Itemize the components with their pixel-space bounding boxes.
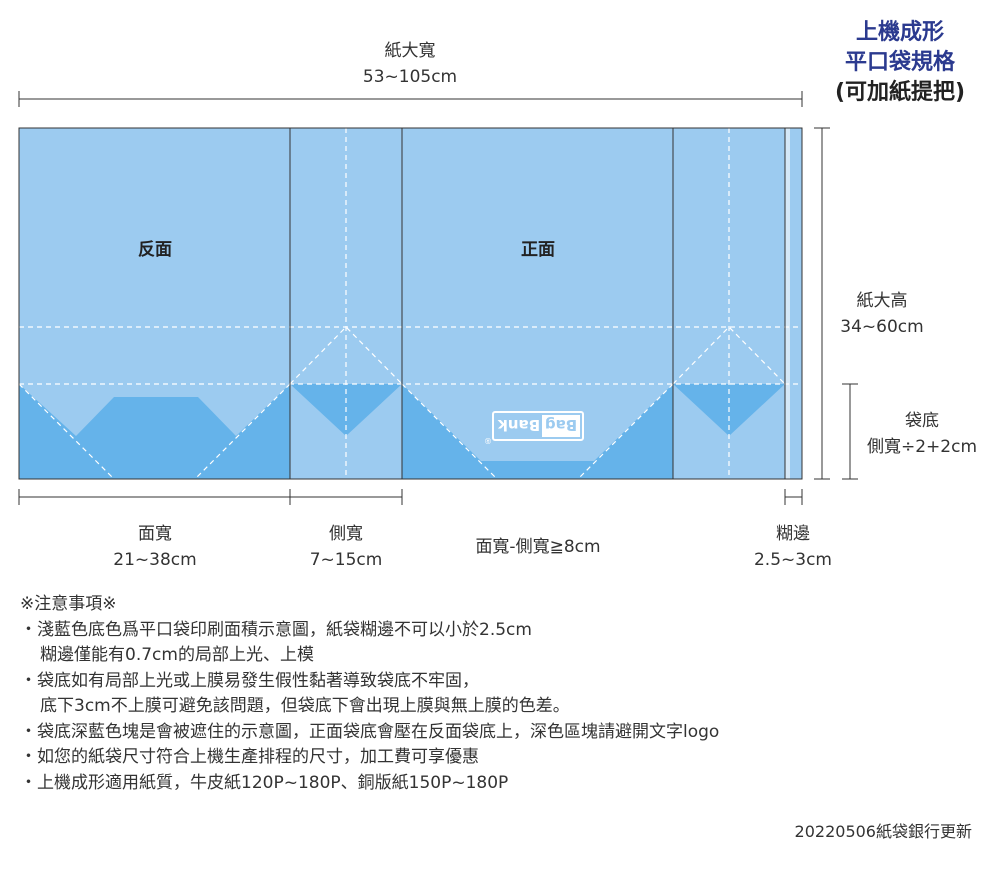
paper-width-dimension-line (18, 91, 803, 107)
notes-section: ※注意事項※ ・淺藍色底色爲平口袋印刷面積示意圖，紙袋糊邊不可以小於2.5cm … (20, 592, 719, 796)
note-item-2-line-2: 底下3cm不上膜可避免該問題，但袋底下會出現上膜與無上膜的色差。 (40, 696, 570, 716)
face-width-caption: 面寬 21~38cm (85, 521, 225, 573)
note-item-5: ・上機成形適用紙質，牛皮紙120P~180P、銅版紙150P~180P (20, 772, 509, 793)
glue-width-dimension-line (784, 489, 803, 505)
glue-caption: 糊邊 2.5~3cm (723, 521, 863, 573)
paper-width-caption: 紙大寬 53~105cm (310, 38, 510, 90)
notes-title: ※注意事項※ (20, 594, 117, 614)
paper-width-label: 紙大寬 (384, 41, 436, 61)
note-item-2-line-1: ・袋底如有局部上光或上膜易發生假性黏著導致袋底不牢固， (20, 670, 479, 691)
logo-registered-mark: ® (484, 436, 492, 445)
bottom-value: 側寬÷2+2cm (866, 437, 978, 457)
fold-lines (18, 128, 802, 480)
side-width-caption: 側寬 7~15cm (276, 521, 416, 573)
note-item-3: ・袋底深藍色塊是會被遮住的示意圖，正面袋底會壓在反面袋底上，深色區塊請避開文字l… (20, 721, 720, 742)
face-width-label: 面寬 (138, 524, 172, 544)
spec-title: 上機成形 平口袋規格 (可加紙提把) (800, 18, 1000, 108)
panel-borders (18, 127, 803, 480)
logo-text-bank: Bank (497, 416, 540, 434)
side-width-value: 7~15cm (309, 550, 383, 570)
spec-title-line1: 上機成形 (855, 20, 944, 45)
logo-text-bag: Bag (545, 416, 577, 434)
paper-height-caption: 紙大高 34~60cm (812, 288, 952, 340)
panel-width-dimension-line (18, 489, 403, 505)
face-minus-side-note: 面寬-側寬≧8cm (475, 537, 601, 557)
paper-height-dimension-line (814, 127, 830, 480)
glue-flap-strip (785, 128, 790, 479)
paper-width-value: 53~105cm (362, 67, 458, 87)
bottom-label: 袋底 (905, 411, 939, 431)
bag-layout-diagram: 反面 正面 Bag Bank ® (18, 91, 858, 505)
update-footer: 20220506紙袋銀行更新 (794, 822, 972, 841)
front-panel-label: 正面 (521, 240, 555, 260)
bagbank-logo: Bag Bank ® (484, 411, 584, 445)
back-panel-label: 反面 (138, 240, 172, 260)
bottom-height-dimension-line (842, 383, 858, 480)
spec-title-line2: 平口袋規格 (844, 50, 955, 75)
paper-height-value: 34~60cm (840, 317, 924, 337)
face-width-value: 21~38cm (113, 550, 197, 570)
note-item-1-line-2: 糊邊僅能有0.7cm的局部上光、上模 (40, 645, 314, 665)
paper-height-label: 紙大高 (856, 291, 908, 311)
note-item-4: ・如您的紙袋尺寸符合上機生產排程的尺寸，加工費可享優惠 (20, 747, 479, 767)
spec-title-line3: (可加紙提把) (834, 80, 966, 105)
bottom-caption: 袋底 側寬÷2+2cm (852, 408, 992, 460)
glue-label: 糊邊 (776, 524, 810, 544)
note-item-1-line-1: ・淺藍色底色爲平口袋印刷面積示意圖，紙袋糊邊不可以小於2.5cm (20, 619, 532, 640)
glue-value: 2.5~3cm (753, 550, 832, 570)
side-width-label: 側寬 (329, 524, 363, 544)
